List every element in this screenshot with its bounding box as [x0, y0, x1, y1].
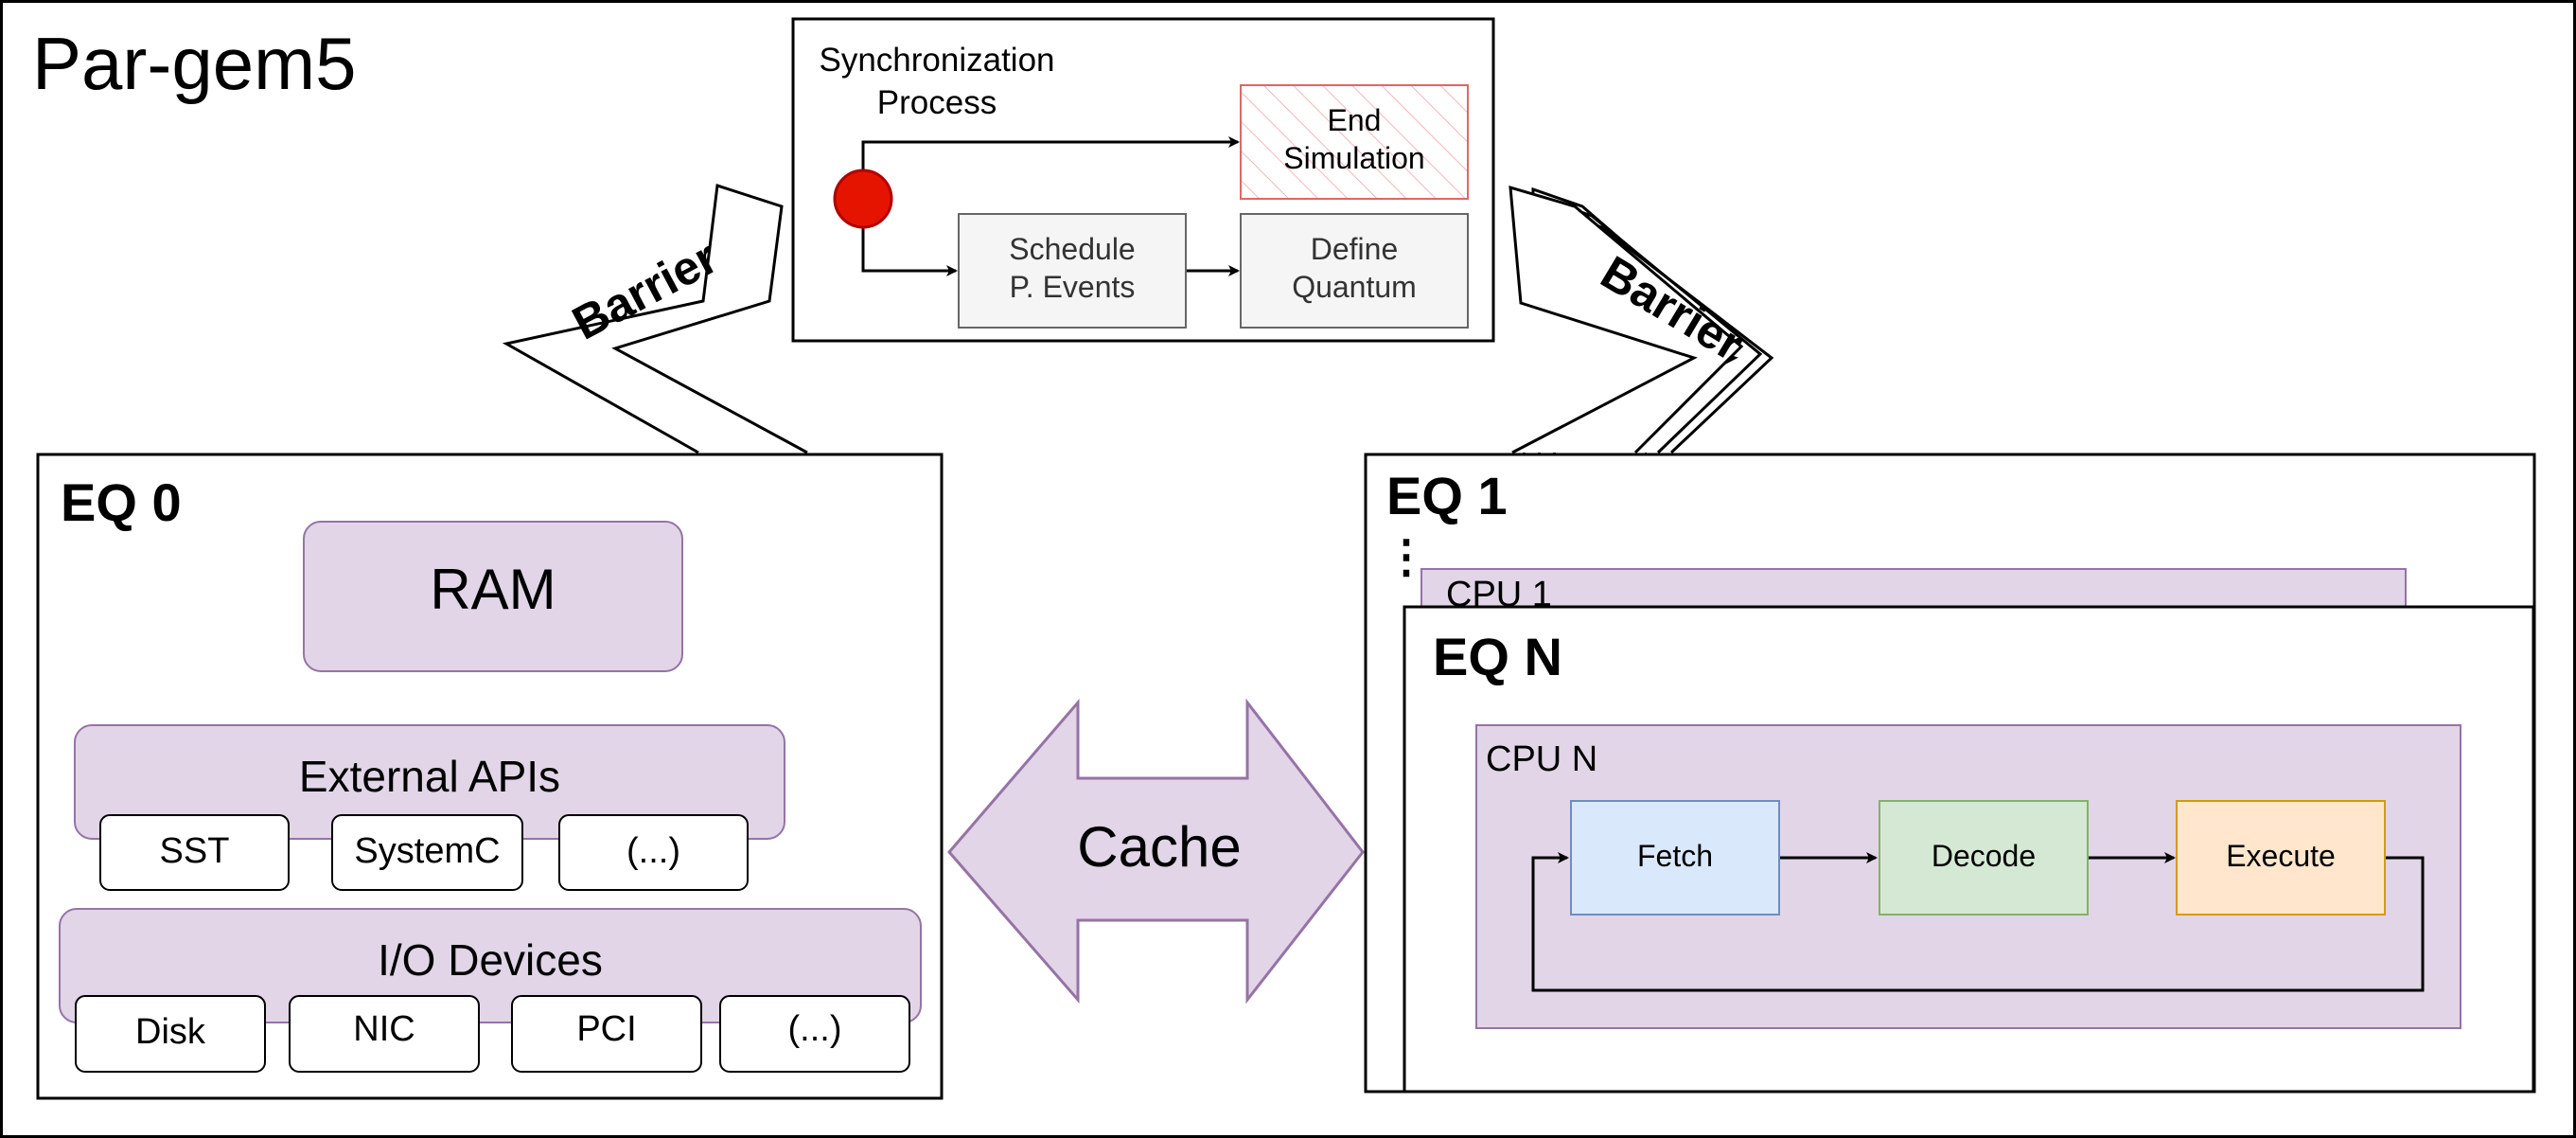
execute-stage — [2176, 800, 2386, 916]
eq0-title: EQ 0 — [61, 472, 182, 532]
sync-title-line2: Process — [877, 84, 997, 121]
eqn-title: EQ N — [1433, 627, 1562, 686]
api-item-systemc-label: SystemC — [354, 831, 500, 871]
io-item-more — [719, 995, 910, 1073]
sync-title-line1: Synchronization — [819, 42, 1054, 79]
arrow-to-schedule — [861, 227, 958, 276]
cache-arrow: Cache — [947, 698, 1365, 1005]
define-quantum-box — [1240, 213, 1469, 329]
fetch-label: Fetch — [1637, 839, 1713, 873]
sync-process-panel: Synchronization Process End Simulation S… — [791, 17, 1495, 343]
decode-label: Decode — [1932, 839, 2036, 873]
io-item-pci — [511, 995, 702, 1073]
cache-label: Cache — [1077, 815, 1241, 879]
diagram-title: Par-gem5 — [32, 22, 356, 105]
schedule-events-box — [958, 213, 1187, 329]
io-item-disk — [75, 995, 266, 1073]
api-item-more — [558, 814, 749, 891]
define-line1: Define — [1311, 232, 1399, 266]
io-item-disk-label: Disk — [135, 1012, 206, 1052]
decode-stage — [1879, 800, 2089, 916]
cpu-n-label: CPU N — [1486, 739, 1597, 779]
end-simulation-line2: Simulation — [1283, 141, 1424, 175]
eqn-panel: EQ N CPU N Fetch Decode Execute — [1403, 605, 2535, 1094]
io-item-nic — [289, 995, 480, 1073]
io-item-nic-label: NIC — [353, 1009, 415, 1049]
io-item-more-label: (...) — [788, 1009, 842, 1049]
api-item-sst — [99, 814, 290, 891]
arrow-to-end-simulation — [861, 136, 1240, 170]
eq0-panel: EQ 0 RAM External APIs SST SystemC (...)… — [36, 453, 944, 1100]
eq1-title: EQ 1 — [1386, 466, 1508, 525]
end-simulation-box — [1240, 84, 1469, 200]
io-item-pci-label: PCI — [576, 1009, 636, 1049]
fetch-stage — [1570, 800, 1780, 916]
api-item-systemc — [331, 814, 523, 891]
ram-block — [303, 521, 683, 672]
execute-label: Execute — [2226, 839, 2336, 873]
ram-label: RAM — [430, 558, 556, 621]
start-node — [833, 169, 893, 229]
external-apis-label: External APIs — [299, 752, 560, 801]
schedule-line1: Schedule — [1009, 232, 1135, 266]
io-items: Disk NIC PCI (...) — [75, 995, 910, 1073]
schedule-line2: P. Events — [1010, 270, 1136, 304]
io-devices-block — [59, 908, 922, 1023]
end-simulation-line1: End — [1328, 103, 1382, 137]
define-line2: Quantum — [1292, 270, 1417, 304]
api-item-more-label: (...) — [626, 831, 680, 871]
io-devices-label: I/O Devices — [378, 935, 603, 985]
api-items: SST SystemC (...) — [99, 814, 749, 891]
api-item-sst-label: SST — [160, 831, 230, 871]
arrow-loop-back — [1531, 852, 2425, 992]
